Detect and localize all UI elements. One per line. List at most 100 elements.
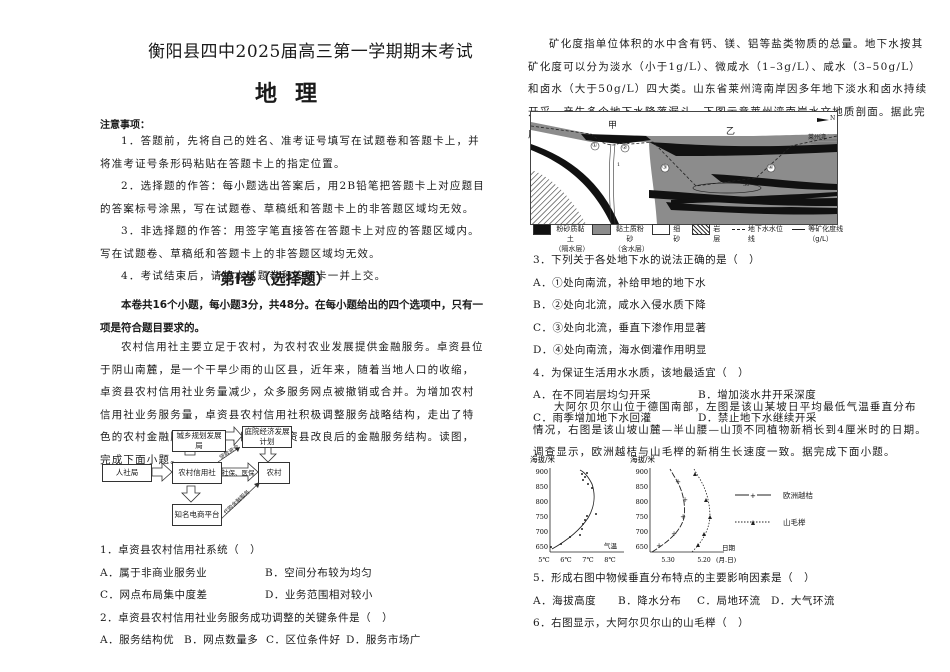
hydrogeologic-profile: 甲 乙 莱州湾 N ① ② ③ ④ 1 50 [530,111,838,225]
edge-label-social: 社保、医保 [222,469,255,477]
swatch-white [651,224,671,235]
svg-text:700: 700 [536,528,548,536]
option-c[interactable]: C．雨季增加地下水回灌 [533,411,652,424]
svg-text:750: 750 [536,513,548,521]
svg-text:+: + [675,478,681,486]
svg-text:650: 650 [636,543,648,551]
svg-text:+: + [656,542,662,550]
node-courtyard-plan: 庭院经济发展计划 [242,426,292,448]
option-a[interactable]: A．海拔高度 [533,594,597,607]
marker-1: ① [592,142,598,149]
svg-text:5.20: 5.20 [697,557,711,564]
swatch-black [533,224,552,235]
svg-text:+: + [682,496,688,504]
profile-drawing [531,118,837,224]
option-c[interactable]: C．区位条件好 [266,634,341,646]
profile-legend: 粉砂质黏土（隔水层） 黏土质粉砂（含水层） 细砂 岩层 地下水水位线 等矿化度线… [533,224,863,254]
svg-text:800: 800 [636,498,648,506]
option-b[interactable]: B．网点数量多 [184,634,259,646]
questions-3-4: 3．下列关于各处地下水的说法正确的是（ ） A．①处向南流，补给甲地的地下水 B… [533,249,928,429]
option-c[interactable]: C．网点布局集中度差 [100,589,208,601]
option-a[interactable]: A．在不同岩层均匀开采 [533,389,652,401]
question-stem: 5．形成右图中物候垂直分布特点的主要影响因素是（ ） [533,572,816,584]
chart-legend: + 欧洲越桔 山毛榉 [735,488,813,529]
legend-clayey-silt: 黏土质粉砂（含水层） [592,224,649,254]
notice-item: 3．非选择题的作答：用签字笔直接答在答题卡上对应的答题区域内。写在试题卷、草稿纸… [100,225,480,260]
option-b[interactable]: B．降水分布 [618,594,682,607]
notice-item: 4．考试结束后，请将本试题卷和答题卡一并上交。 [121,270,387,282]
option-a[interactable]: A．属于非商业服务业 [100,566,208,579]
option-d[interactable]: D．大气环流 [771,594,835,607]
svg-text:+: + [680,513,686,521]
section-instruction: 本卷共16个小题，每小题3分，共48分。在每小题给出的四个选项中，只有一项是符合… [100,299,484,334]
finance-structure-diagram: 人社局 农村信用社 城乡规划发展局 庭院经济发展计划 农村 知名电商平台 贷款资… [100,424,310,534]
option-c[interactable]: C．局地环流 [697,594,761,607]
question-stem: 3．下列关于各处地下水的说法正确的是（ ） [533,254,761,266]
option-a[interactable]: A．服务结构优 [100,634,175,646]
notice-item: 2．选择题的作答：每小题选出答案后，用2B铅笔把答题卡上对应题目的答案标号涂黑，… [100,180,485,215]
question-stem: 4．为保证生活用水水质，该地最适宜（ ） [533,366,750,379]
svg-text:+: + [671,530,677,538]
notice-heading: 注意事项： [100,120,150,131]
legend-water-table: 地下水水位线 [732,224,786,244]
option-a[interactable]: A．①处向南流，补给甲地的地下水 [533,276,707,289]
swatch-gray [592,224,611,235]
dash-line-icon [732,229,745,230]
node-credit-union: 农村信用社 [172,462,222,484]
isoline-icon [792,229,806,230]
exam-title: 衡阳县四中2025届高三第一学期期末考试 [148,42,474,62]
svg-text:7℃: 7℃ [582,556,593,564]
question-stem: 2．卓资县农村信用社业务服务成功调整的关键条件是（ ） [100,611,394,624]
svg-text:800: 800 [536,498,548,506]
legend-fine-sand: 细砂 [651,224,686,244]
option-d[interactable]: D．禁止地下水继续开采 [698,411,817,424]
triangle-line-icon [735,520,771,525]
legend-isoline: 等矿化度线（g/L） [792,224,863,244]
marker-3: ③ [662,164,668,171]
chart-x-label: 气温 [604,541,618,550]
passage-mountain: 大阿尔贝尔山位于德国南部，左图是该山某坡日平均最低气温垂直分布情况，右图是该山坡… [533,401,927,458]
label-jia: 甲 [608,121,618,131]
questions-1-2: 1．卓资县农村信用社系统（ ） A．属于非商业服务业 B．空间分布较为均匀 C．… [100,539,490,652]
legend-bilberry: + 欧洲越桔 [735,488,813,502]
isoline-label-1: 1 [617,162,621,168]
section-title: 第Ⅰ卷（选择题） [220,270,331,288]
option-c[interactable]: C．③处向北流，垂直下渗作用显著 [533,321,707,334]
svg-text:750: 750 [636,513,648,521]
question-stem: 6．右图显示，大阿尔贝尔山的山毛榉（ ） [533,617,750,629]
chart-x-unit: (月.日) [716,556,737,564]
question-stem: 1．卓资县农村信用社系统（ ） [100,544,262,556]
node-countryside: 农村 [258,462,290,484]
option-b[interactable]: B．增加淡水井开采深度 [698,389,817,401]
chart-y-label: 海拔/米 [530,454,556,464]
option-d[interactable]: D．④处向南流，海水倒灌作用明显 [533,344,707,356]
option-b[interactable]: B．空间分布较为均匀 [265,566,373,579]
north-arrow-label: N [830,115,836,122]
option-d[interactable]: D．业务范围相对较小 [265,589,373,601]
option-d[interactable]: D．服务市场广 [346,634,421,646]
legend-rock: 岩层 [691,224,726,244]
marker-4: ④ [768,164,774,171]
node-renshe: 人社局 [102,464,152,482]
svg-text:+: + [750,492,756,499]
svg-text:900: 900 [536,468,548,476]
node-ecommerce: 知名电商平台 [172,504,222,526]
option-b[interactable]: B．②处向北流，咸水入侵水质下降 [533,299,707,311]
legend-beech: 山毛榉 [735,515,813,529]
marker-2: ② [622,144,628,151]
node-urban-rural-bureau: 城乡规划发展局 [172,430,226,452]
svg-text:6℃: 6℃ [560,556,571,564]
label-yi: 乙 [726,127,736,137]
svg-text:900: 900 [636,468,648,476]
svg-text:700: 700 [636,528,648,536]
chart-x-label: 日期 [722,544,736,552]
svg-text:8℃: 8℃ [604,556,615,564]
x-ticks: 5.30 5.20 [661,557,711,564]
svg-text:5℃: 5℃ [538,556,549,564]
svg-text:850: 850 [636,483,648,491]
svg-text:5.30: 5.30 [661,557,675,564]
x-ticks: 5℃ 6℃ 7℃ 8℃ [538,556,615,564]
